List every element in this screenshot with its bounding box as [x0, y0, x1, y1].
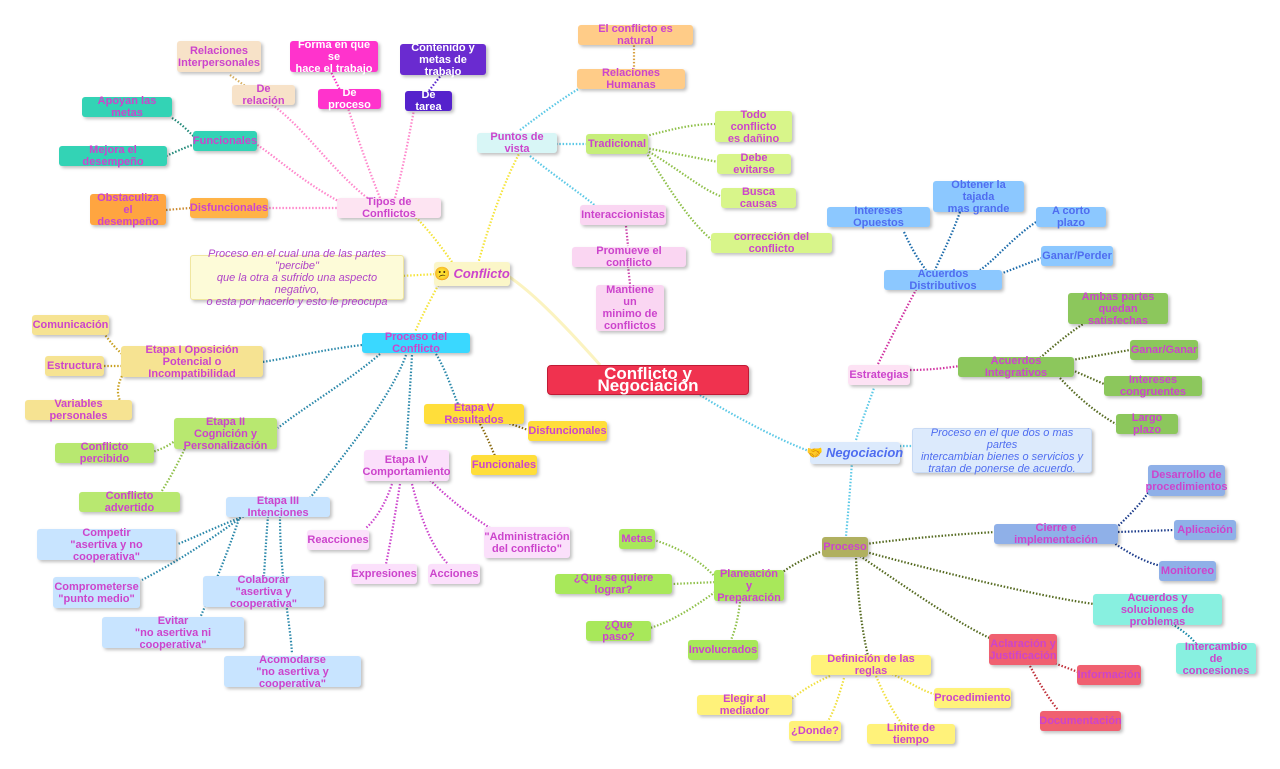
- node-planeacion[interactable]: Planeación y Preparación: [714, 568, 784, 604]
- node-proceso-conflicto[interactable]: Proceso del Conflicto: [362, 331, 470, 355]
- node-negociacion[interactable]: 🤝 Negociacion: [806, 442, 904, 464]
- node-conflicto-label: Conflicto: [453, 266, 510, 281]
- node-acomodarse[interactable]: Acomodarse "no asertiva y cooperativa": [224, 654, 361, 690]
- node-obtener-tajada[interactable]: Obtener la tajada mas grande: [933, 179, 1024, 215]
- node-puntos-vista[interactable]: Puntos de vista: [477, 131, 557, 155]
- node-proceso[interactable]: Proceso: [822, 537, 868, 557]
- node-limite-tiempo[interactable]: Limite de tiempo: [867, 722, 955, 746]
- node-competir[interactable]: Competir "asertiva y no cooperativa": [37, 527, 176, 563]
- node-debe-evitarse[interactable]: Debe evitarse: [717, 152, 791, 176]
- node-busca-causas[interactable]: Busca causas: [721, 186, 796, 210]
- node-de-tarea[interactable]: De tarea: [405, 89, 452, 113]
- node-minimo[interactable]: Mantiene un minimo de conflictos: [596, 284, 664, 332]
- node-elegir-mediador[interactable]: Elegir al mediador: [697, 693, 792, 717]
- node-tradicional[interactable]: Tradicional: [586, 134, 648, 154]
- handshake-icon: 🤝: [806, 445, 823, 460]
- node-definicion-reglas[interactable]: Definición de las reglas: [811, 653, 931, 677]
- node-forma-trabajo[interactable]: Forma en que se hace el trabajo: [290, 39, 378, 75]
- node-negociacion-label: Negociacion: [825, 445, 904, 460]
- node-ganar-ganar[interactable]: Ganar/Ganar: [1130, 340, 1198, 360]
- node-cierre[interactable]: Cierre e implementación: [994, 522, 1118, 546]
- node-apoyan-metas[interactable]: Apoyan las metas: [82, 95, 172, 119]
- node-mejora-desempeno[interactable]: Mejora el desempeño: [59, 144, 167, 168]
- node-aclaracion[interactable]: Aclaración y Justificación: [989, 634, 1057, 665]
- node-conflicto[interactable]: 😕 Conflicto: [434, 262, 510, 286]
- node-advertido[interactable]: Conflicto advertido: [79, 490, 180, 514]
- node-etapa5[interactable]: Etapa V Resultados: [424, 402, 524, 426]
- node-documentacion[interactable]: Documentación: [1039, 711, 1122, 731]
- node-todo-danino[interactable]: Todo conflicto es dañino: [715, 109, 792, 145]
- node-aplicacion[interactable]: Aplicación: [1174, 520, 1236, 540]
- node-acciones[interactable]: Acciones: [428, 564, 480, 584]
- node-donde[interactable]: ¿Donde?: [789, 721, 841, 741]
- node-conflicto-natural[interactable]: El conflicto es natural: [578, 23, 693, 47]
- node-ambas-partes[interactable]: Ambas partes quedan satisfechas: [1068, 291, 1168, 327]
- node-acuerdos-distributivos[interactable]: Acuerdos Distributivos: [884, 268, 1002, 292]
- node-largo-plazo[interactable]: Largo plazo: [1116, 412, 1178, 436]
- node-tipos-conflictos[interactable]: Tipos de Conflictos: [337, 196, 441, 220]
- node-desarrollo[interactable]: Desarrollo de procedimientos: [1146, 465, 1227, 496]
- node-contenido-metas[interactable]: Contenido y metas de trabajo: [400, 42, 486, 78]
- node-reacciones[interactable]: Reacciones: [307, 530, 369, 550]
- node-ganar-perder[interactable]: Ganar/Perder: [1041, 246, 1113, 266]
- node-acuerdos-soluciones[interactable]: Acuerdos y soluciones de problemas: [1093, 592, 1222, 628]
- central-topic[interactable]: Conflicto y Negociación: [547, 365, 749, 395]
- node-percibido[interactable]: Conflicto percibido: [55, 441, 154, 465]
- node-estrategias[interactable]: Estrategias: [848, 365, 910, 385]
- node-de-relacion[interactable]: De relación: [232, 83, 295, 107]
- thinking-face-icon: 😕: [434, 266, 451, 281]
- node-corto-plazo[interactable]: A corto plazo: [1036, 205, 1106, 229]
- node-negociacion-definition: Proceso en el que dos o mas partes inter…: [912, 427, 1092, 475]
- node-etapa1[interactable]: Etapa I Oposición Potencial o Incompatib…: [121, 344, 263, 380]
- node-correccion[interactable]: corrección del conflicto: [711, 231, 832, 255]
- node-variables[interactable]: Variables personales: [25, 398, 132, 422]
- node-intercambio[interactable]: Intercambio de concesiones: [1176, 641, 1256, 677]
- node-funcionales-resultado[interactable]: Funcionales: [471, 455, 537, 475]
- node-procedimiento[interactable]: Procedimiento: [934, 688, 1011, 708]
- node-comunicacion[interactable]: Comunicación: [32, 315, 109, 335]
- node-expresiones[interactable]: Expresiones: [351, 564, 417, 584]
- node-obstaculiza[interactable]: Obstaculiza el desempeño: [90, 192, 166, 228]
- node-que-lograr[interactable]: ¿Que se quiere lograr?: [555, 572, 672, 596]
- node-que-paso[interactable]: ¿Que paso?: [586, 619, 651, 643]
- node-colaborar[interactable]: Colaborar "asertiva y cooperativa": [203, 574, 324, 610]
- node-etapa4[interactable]: Etapa IV Comportamiento: [363, 450, 451, 481]
- node-funcionales-tipo[interactable]: Funcionales: [193, 131, 257, 151]
- node-intereses-congruentes[interactable]: Intereses congruentes: [1104, 374, 1202, 398]
- node-de-proceso[interactable]: De proceso: [318, 87, 381, 111]
- node-evitar[interactable]: Evitar "no asertiva ni cooperativa": [102, 615, 244, 651]
- node-metas[interactable]: Metas: [619, 529, 655, 549]
- node-promueve[interactable]: Promueve el conflicto: [572, 245, 686, 269]
- node-conflicto-definition: Proceso en el cual una de las partes "pe…: [190, 248, 404, 308]
- node-relaciones-humanas[interactable]: Relaciones Humanas: [577, 67, 685, 91]
- node-etapa2[interactable]: Etapa II Cognición y Personalización: [174, 416, 277, 452]
- node-disfuncionales-resultado[interactable]: Disfuncionales: [528, 421, 607, 441]
- node-intereses-opuestos[interactable]: Intereses Opuestos: [827, 205, 930, 229]
- node-estructura[interactable]: Estructura: [45, 356, 104, 376]
- node-acuerdos-integrativos[interactable]: Acuerdos Integrativos: [958, 355, 1074, 379]
- node-informacion[interactable]: Información: [1077, 665, 1141, 685]
- node-administracion[interactable]: "Administración del conflicto": [484, 527, 570, 558]
- node-monitoreo[interactable]: Monitoreo: [1159, 561, 1216, 581]
- node-interaccionistas[interactable]: Interaccionistas: [580, 205, 666, 225]
- node-disfuncionales-tipo[interactable]: Disfuncionales: [190, 198, 268, 218]
- node-comprometerse[interactable]: Comprometerse "punto medio": [53, 577, 140, 608]
- node-involucrados[interactable]: Involucrados: [688, 640, 758, 660]
- node-relaciones-interpersonales[interactable]: Relaciones Interpersonales: [177, 41, 261, 72]
- central-topic-label: Conflicto y Negociación: [597, 364, 699, 395]
- node-etapa3[interactable]: Etapa III Intenciones: [226, 495, 330, 519]
